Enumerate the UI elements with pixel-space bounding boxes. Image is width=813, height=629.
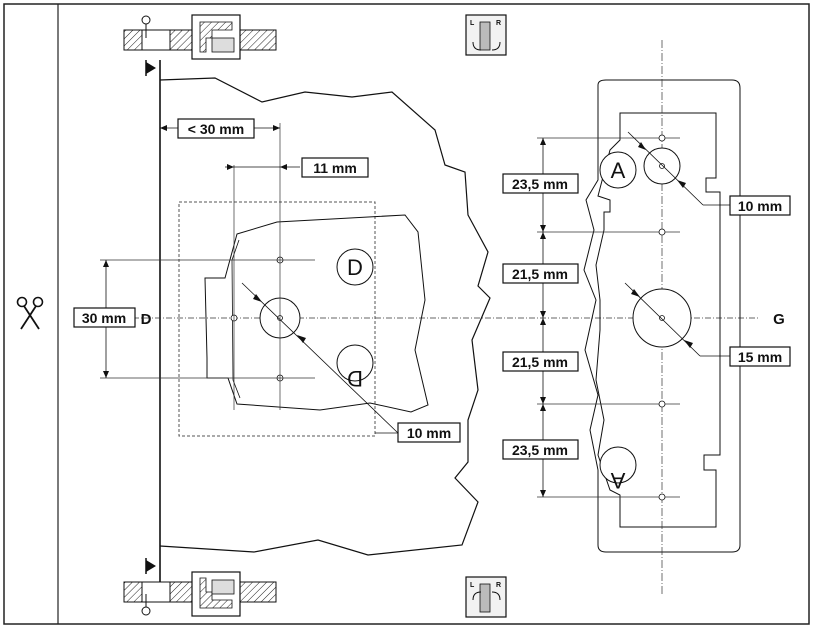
mark-l-bottom: L xyxy=(470,582,475,589)
dim-distance-d: 23,5 mm xyxy=(512,442,568,458)
hole-label-d-top xyxy=(336,248,374,286)
left-right-door-icon-bottom: L R xyxy=(465,576,507,618)
hole-d-top-letter: D xyxy=(347,255,363,280)
hole-a-bottom-letter: A xyxy=(610,468,625,493)
edge-label-d: D xyxy=(141,311,152,328)
hole-d-bottom-letter: D xyxy=(347,366,363,391)
scissors-icon xyxy=(16,296,44,330)
left-right-door-icon-top: L R xyxy=(465,14,507,56)
dim-fifteen: 15 mm xyxy=(738,349,782,365)
dim-thirty: 30 mm xyxy=(82,310,126,326)
template-paper-edge xyxy=(159,77,491,556)
cut-marker-bottom xyxy=(146,560,156,572)
outer-frame xyxy=(3,3,810,625)
dim-ten-right: 10 mm xyxy=(738,198,782,214)
dim-eleven: 11 mm xyxy=(313,160,357,176)
dim-less-than-30: < 30 mm xyxy=(188,121,244,137)
hole-a-top-letter: A xyxy=(611,158,626,183)
hinge-plate-outline xyxy=(178,201,376,437)
dim-ten-left: 10 mm xyxy=(407,425,451,441)
hinge-section-icon-top xyxy=(123,14,277,60)
mounting-plate-outline xyxy=(583,79,741,553)
hinge-section-icon-bottom xyxy=(123,571,277,617)
hole-label-a-top xyxy=(599,151,637,189)
mark-r-bottom: R xyxy=(496,582,501,589)
hole-label-a-bottom xyxy=(599,446,637,484)
dim-distance-a: 23,5 mm xyxy=(512,176,568,192)
hole-label-d-bottom xyxy=(336,344,374,382)
mark-l-top: L xyxy=(470,20,475,27)
cut-marker-top xyxy=(146,62,156,74)
dim-distance-c: 21,5 mm xyxy=(512,354,568,370)
hole-plate-top xyxy=(643,147,681,185)
mark-r-top: R xyxy=(496,20,501,27)
dim-distance-b: 21,5 mm xyxy=(512,266,568,282)
edge-label-g: G xyxy=(773,311,785,328)
hole-plate-center xyxy=(632,288,692,348)
hinge-cup-outline xyxy=(204,214,429,413)
